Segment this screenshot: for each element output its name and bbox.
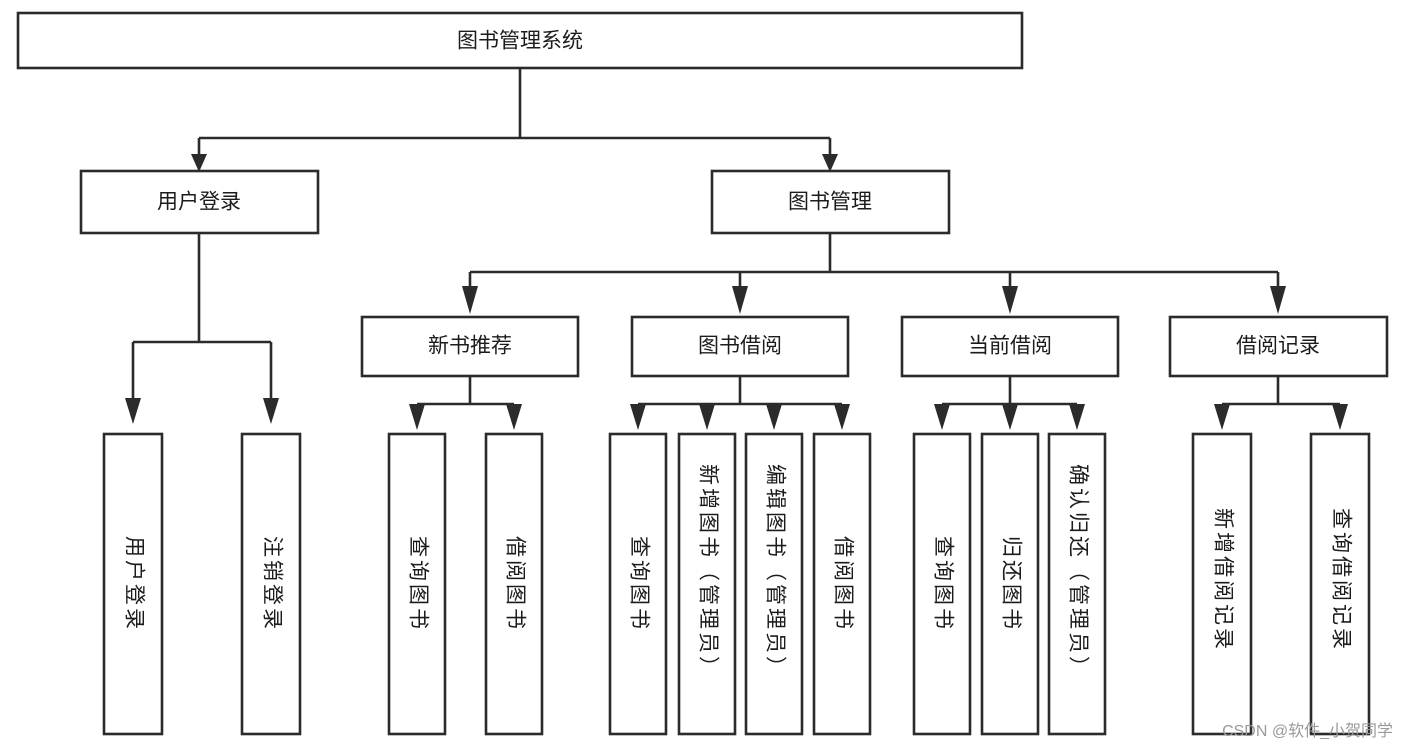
node-leaf9-box[interactable] bbox=[912, 432, 972, 736]
node-borrow-box[interactable] bbox=[630, 315, 850, 378]
arrow-bookmgmt-to-current bbox=[1002, 286, 1018, 314]
arrow-records-to-leaf13 bbox=[1332, 404, 1348, 430]
node-bookmgmt-box[interactable] bbox=[710, 169, 951, 235]
node-root-box[interactable] bbox=[16, 11, 1024, 70]
node-newbook-box[interactable] bbox=[360, 315, 580, 378]
arrow-newbook-to-leaf3 bbox=[409, 404, 425, 430]
arrow-current-to-leaf10 bbox=[1002, 404, 1018, 430]
node-leaf2[interactable]: 注销登录 bbox=[240, 432, 302, 736]
node-leaf13[interactable]: 查询借阅记录 bbox=[1309, 432, 1371, 736]
arrow-login-to-leaf1 bbox=[125, 398, 141, 424]
arrow-records-to-leaf12 bbox=[1214, 404, 1230, 430]
arrow-borrow-to-leaf8 bbox=[834, 404, 850, 430]
node-leaf7-label: 编辑图书（管理员） bbox=[763, 464, 786, 680]
node-leaf8-box[interactable] bbox=[812, 432, 872, 736]
arrow-current-to-leaf11 bbox=[1069, 404, 1085, 430]
node-leaf4-label: 借阅图书 bbox=[503, 536, 526, 632]
node-leaf1-label: 用户登录 bbox=[122, 536, 145, 632]
node-leaf5[interactable]: 查询图书 bbox=[608, 432, 668, 736]
node-leaf13-box[interactable] bbox=[1309, 432, 1371, 736]
node-root[interactable]: 图书管理系统 bbox=[16, 11, 1024, 70]
connector-records-trunk bbox=[1220, 376, 1342, 410]
arrow-bookmgmt-to-borrow bbox=[732, 286, 748, 314]
arrow-borrow-to-leaf5 bbox=[630, 404, 646, 430]
node-leaf8[interactable]: 借阅图书 bbox=[812, 432, 872, 736]
node-leaf5-label: 查询图书 bbox=[627, 536, 650, 632]
node-login-box[interactable] bbox=[79, 169, 320, 235]
node-leaf7-box[interactable] bbox=[744, 432, 804, 736]
node-leaf11-box[interactable] bbox=[1047, 432, 1107, 736]
node-leaf3-label: 查询图书 bbox=[406, 536, 429, 632]
node-leaf3[interactable]: 查询图书 bbox=[387, 432, 447, 736]
node-current[interactable]: 当前借阅 bbox=[900, 315, 1120, 378]
connector-layer bbox=[125, 68, 1348, 430]
connector-newbook-trunk bbox=[415, 376, 516, 410]
node-leaf12[interactable]: 新增借阅记录 bbox=[1191, 432, 1253, 736]
node-leaf5-box[interactable] bbox=[608, 432, 668, 736]
connector-borrow-trunk bbox=[636, 376, 844, 410]
node-login[interactable]: 用户登录 bbox=[79, 169, 320, 235]
node-leaf12-box[interactable] bbox=[1191, 432, 1253, 736]
node-leaf1[interactable]: 用户登录 bbox=[102, 432, 164, 736]
node-bookmgmt-label: 图书管理 bbox=[788, 191, 872, 214]
arrow-current-to-leaf9 bbox=[934, 404, 950, 430]
node-records-label: 借阅记录 bbox=[1236, 335, 1320, 358]
node-leaf10-label: 归还图书 bbox=[999, 536, 1022, 632]
node-newbook[interactable]: 新书推荐 bbox=[360, 315, 580, 378]
arrow-borrow-to-leaf7 bbox=[766, 404, 782, 430]
node-leaf2-box[interactable] bbox=[240, 432, 302, 736]
arrow-bookmgmt-to-newbook bbox=[462, 286, 478, 314]
node-leaf7[interactable]: 编辑图书（管理员） bbox=[744, 432, 804, 736]
arrow-root-to-login bbox=[191, 154, 207, 172]
node-leaf11-label: 确认归还（管理员） bbox=[1066, 464, 1089, 680]
node-leaf8-label: 借阅图书 bbox=[831, 536, 854, 632]
node-borrow[interactable]: 图书借阅 bbox=[630, 315, 850, 378]
arrow-borrow-to-leaf6 bbox=[699, 404, 715, 430]
node-current-box[interactable] bbox=[900, 315, 1120, 378]
arrow-root-to-bookmgmt bbox=[822, 154, 838, 172]
node-leaf4-box[interactable] bbox=[484, 432, 544, 736]
node-leaf3-box[interactable] bbox=[387, 432, 447, 736]
node-leaf10-box[interactable] bbox=[980, 432, 1040, 736]
node-leaf4[interactable]: 借阅图书 bbox=[484, 432, 544, 736]
node-current-label: 当前借阅 bbox=[968, 335, 1052, 358]
node-leaf6-label: 新增图书（管理员） bbox=[696, 464, 719, 680]
node-leaf6[interactable]: 新增图书（管理员） bbox=[677, 432, 737, 736]
connector-login-trunk bbox=[131, 233, 273, 402]
node-leaf9[interactable]: 查询图书 bbox=[912, 432, 972, 736]
arrow-login-to-leaf2 bbox=[263, 398, 279, 424]
node-login-label: 用户登录 bbox=[157, 191, 241, 214]
node-leaf10[interactable]: 归还图书 bbox=[980, 432, 1040, 736]
node-leaf13-label: 查询借阅记录 bbox=[1329, 508, 1352, 652]
connector-bookmgmt-trunk bbox=[468, 233, 1280, 290]
node-borrow-label: 图书借阅 bbox=[698, 335, 782, 358]
node-bookmgmt[interactable]: 图书管理 bbox=[710, 169, 951, 235]
arrow-bookmgmt-to-records bbox=[1270, 286, 1286, 314]
leaf-nodes-layer: 用户登录 注销登录 查询图书 借阅图书 查询图书 新增图书（管理员） 编辑图书（… bbox=[102, 432, 1371, 736]
node-records-box[interactable] bbox=[1168, 315, 1389, 378]
node-root-label: 图书管理系统 bbox=[457, 30, 583, 53]
node-newbook-label: 新书推荐 bbox=[428, 335, 512, 358]
node-leaf9-label: 查询图书 bbox=[931, 536, 954, 632]
arrow-newbook-to-leaf4 bbox=[506, 404, 522, 430]
node-records[interactable]: 借阅记录 bbox=[1168, 315, 1389, 378]
node-leaf1-box[interactable] bbox=[102, 432, 164, 736]
node-leaf6-box[interactable] bbox=[677, 432, 737, 736]
node-leaf11[interactable]: 确认归还（管理员） bbox=[1047, 432, 1107, 736]
node-leaf12-label: 新增借阅记录 bbox=[1211, 508, 1234, 652]
connector-root-trunk bbox=[197, 68, 832, 158]
node-leaf2-label: 注销登录 bbox=[260, 536, 283, 632]
